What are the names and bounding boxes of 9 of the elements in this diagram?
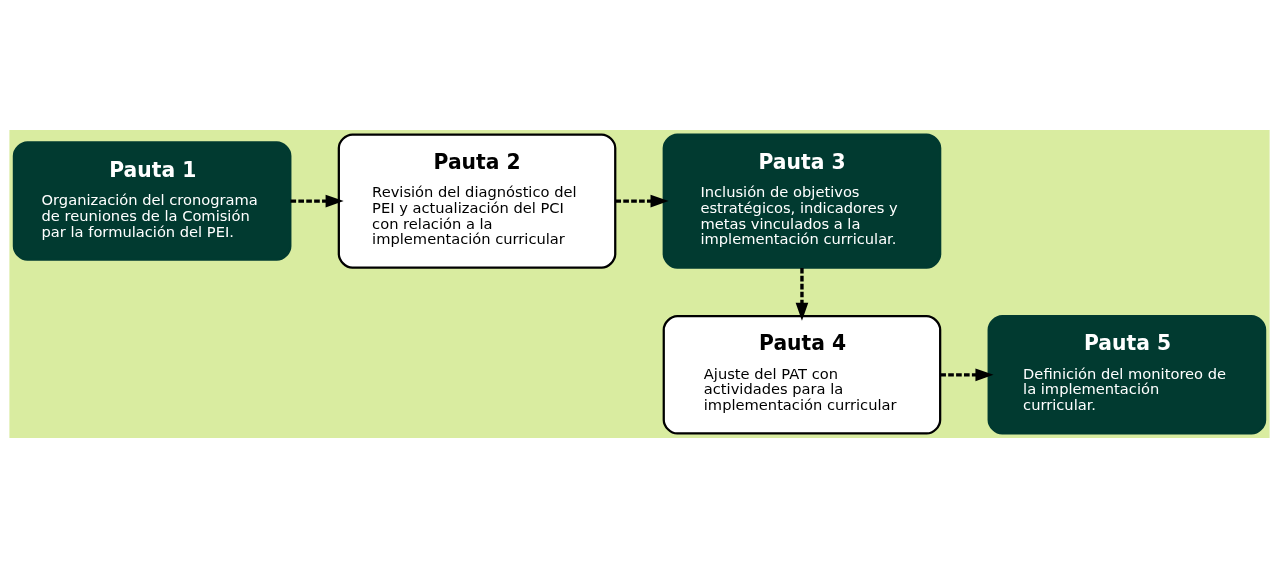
node-box: Pauta 5 Definición del monitoreo de la implementación curricular. — [987, 314, 1267, 435]
node-box: Pauta 4 Ajuste del PAT con actividades para la implementación curricular — [662, 314, 942, 435]
arrow — [290, 194, 344, 207]
node-box: Pauta 3 Inclusión de objetivos estratégicos, indicadores y metas vinculados a la implementación curricular. — [662, 132, 942, 269]
arrow — [795, 267, 809, 321]
arrow — [940, 368, 994, 381]
arrow — [615, 194, 669, 207]
node-box: Pauta 2 Revisión del diagnóstico del PEI y actualización del PCI con relación a la implementación curricular — [337, 132, 617, 269]
node-box: Pauta 1 Organización del cronograma de reuniones de la Comisión par la formulación del PEI. — [12, 140, 292, 261]
